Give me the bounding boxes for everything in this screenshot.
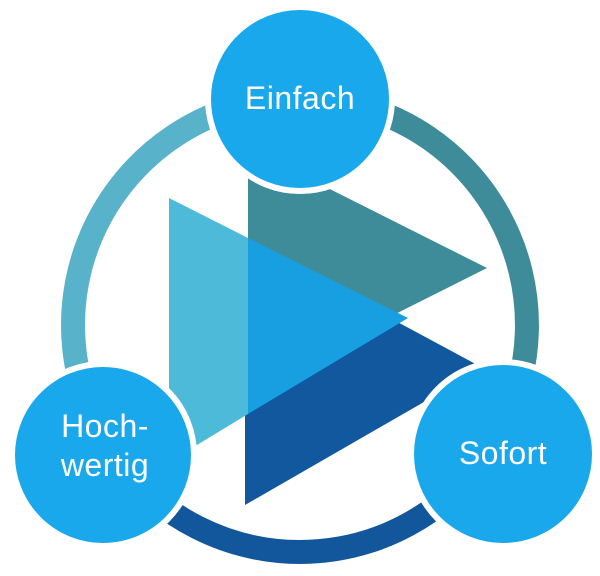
node-sofort-circle bbox=[408, 359, 598, 549]
node-sofort: Sofort bbox=[408, 359, 598, 549]
node-einfach-circle bbox=[205, 4, 395, 194]
play-triangles bbox=[169, 148, 487, 505]
node-hochwertig-circle bbox=[9, 361, 197, 549]
triangle-bright-overlap bbox=[248, 238, 408, 414]
nodes: Einfach Hoch- wertig Sofort bbox=[9, 4, 598, 549]
node-hochwertig-label-line1: Hoch- bbox=[61, 408, 149, 444]
node-einfach: Einfach bbox=[205, 4, 395, 194]
node-hochwertig: Hoch- wertig bbox=[9, 361, 197, 549]
triangle-cyan bbox=[169, 198, 248, 462]
node-hochwertig-label-line2: wertig bbox=[60, 447, 149, 483]
node-sofort-label: Sofort bbox=[459, 435, 547, 471]
node-einfach-label: Einfach bbox=[245, 80, 355, 116]
